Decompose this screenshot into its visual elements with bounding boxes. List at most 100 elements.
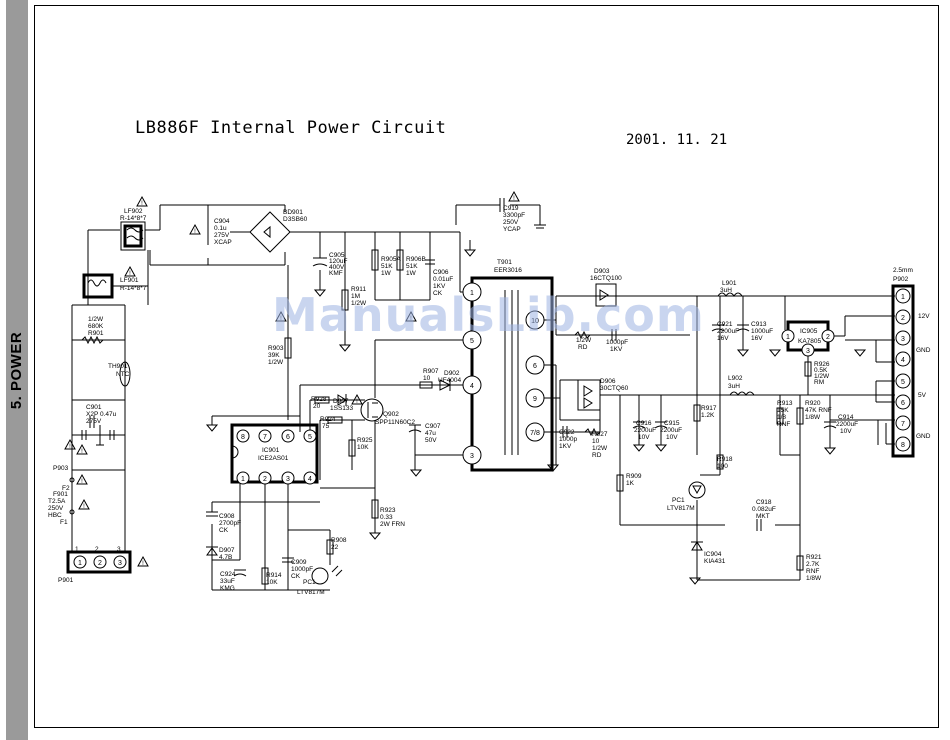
r913-power: 1/8	[777, 414, 786, 421]
r914-label: R914	[266, 572, 282, 579]
r921-type: RNF	[806, 568, 819, 575]
t901-pin: 10	[531, 318, 539, 325]
c901-label: C901	[86, 404, 102, 411]
snubber-rc	[574, 329, 617, 341]
pc1a-value: LTV817M	[297, 589, 325, 596]
p901-pin-number: 3	[117, 546, 121, 553]
pc1b-value: LTV817M	[667, 505, 695, 512]
d907-label: D907	[333, 398, 349, 405]
r920-label: R920	[805, 400, 821, 407]
ic904-label: IC904	[704, 551, 722, 558]
bd901-label: BD901	[283, 209, 303, 216]
d902-diode	[419, 379, 452, 391]
c922-voltage: 1KV	[559, 443, 572, 450]
r905-label: R905A	[381, 256, 402, 263]
r901-label: R901	[88, 330, 104, 337]
f901-label: F901	[53, 491, 68, 498]
svg-text:!: !	[81, 479, 83, 485]
ic905-value: KA7805	[798, 338, 822, 345]
ic901-pin: 2	[263, 476, 267, 483]
schematic-frame	[34, 5, 939, 728]
r927-type: RD	[592, 452, 602, 459]
t901-pin: 7/8	[530, 430, 540, 437]
snubber-cap-value: 1000pF	[606, 339, 628, 346]
r909-resistor	[616, 474, 624, 492]
ic901-pin: 3	[286, 476, 290, 483]
ic901-value: ICE2AS01	[258, 455, 289, 462]
r918-label: R918	[717, 456, 733, 463]
r918-value: 100	[717, 463, 728, 470]
r917-value: 1.2K	[701, 412, 715, 419]
f901-voltage: 250V	[48, 505, 64, 512]
c907-label: C907	[425, 423, 441, 430]
pc1b-label: PC1	[672, 497, 685, 504]
th901-thermistor	[119, 361, 131, 387]
r920-value: 47K RNF	[805, 407, 832, 414]
d907b-label: D907	[219, 547, 235, 554]
r921-value: 2.7K	[806, 561, 820, 568]
c915-label: C915	[664, 420, 680, 427]
c921-c913-capacitors	[711, 296, 750, 350]
snubber-resistor-power: 1/2W	[576, 337, 592, 344]
rail-label: GND	[916, 433, 931, 440]
warning-icon: !	[189, 223, 201, 235]
th901-value: NTC	[116, 371, 130, 378]
warning-icon: !	[64, 438, 76, 450]
c922-value: 1000p	[559, 436, 577, 443]
t901-pin: 6	[533, 363, 537, 370]
c924-capacitor	[233, 569, 247, 577]
c907-capacitor	[408, 424, 422, 433]
r905-power: 1W	[381, 270, 392, 277]
ic904-value: KIA431	[704, 558, 726, 565]
lf902-choke	[120, 221, 146, 251]
c908-value: 2700pF	[219, 520, 241, 527]
p902-pin: 2	[901, 315, 905, 322]
c919-value: 3300pF	[503, 212, 525, 219]
r906-label: R906B	[406, 256, 426, 263]
r926-power: 1/2W	[814, 373, 830, 380]
l901-value: 3uH	[720, 287, 732, 294]
q902-label: Q902	[383, 411, 399, 418]
r906-value: 51K	[406, 263, 418, 270]
p901-pin-label: 1	[78, 560, 82, 567]
c908-capacitor	[206, 511, 218, 517]
c913-label: C913	[751, 321, 767, 328]
svg-text:!: !	[69, 444, 71, 450]
d907-value: 1SS133	[330, 405, 354, 412]
r911-power: 1/2W	[351, 300, 367, 307]
f901-type: HBC	[48, 512, 62, 519]
c921-label: C921	[717, 321, 733, 328]
ic901-chip: 8 7 6 5 1 2 3 4	[230, 423, 319, 485]
l902-label: L902	[728, 375, 743, 382]
p902-pin: 8	[901, 442, 905, 449]
c905-label: C905	[329, 252, 345, 259]
ic901-label: IC901	[262, 447, 280, 454]
lf901-value: R-14*8*7	[120, 285, 147, 292]
secondary-wires	[544, 295, 895, 581]
r913-value: 15K	[777, 407, 789, 414]
rail-label: 12V	[918, 313, 930, 320]
c904-type: XCAP	[214, 239, 232, 246]
svg-text:!: !	[129, 271, 131, 277]
ground-symbols	[205, 349, 867, 585]
emi-capacitor-bank	[81, 425, 115, 446]
r901-resistor	[81, 335, 104, 345]
c907-value: 47u	[425, 430, 436, 437]
c919-capacitor	[463, 198, 546, 257]
l901-inductor	[717, 292, 743, 297]
r927-resistor	[584, 427, 601, 437]
f901-rating: T2.5A	[48, 498, 66, 505]
f901-f1: F1	[60, 519, 68, 526]
d907b-value: 4.7B	[219, 554, 232, 561]
warning-icon: !	[275, 310, 287, 322]
ic901-pin: 6	[286, 434, 290, 441]
p902-pin: 6	[901, 400, 905, 407]
p901-pin-label: 3	[118, 560, 122, 567]
pc1a-label: PC1	[303, 579, 316, 586]
ic904-shunt-regulator	[691, 541, 703, 551]
r909-value: 1K	[626, 480, 635, 487]
ic901-pin: 4	[308, 476, 312, 483]
c919-voltage: 250V	[503, 219, 519, 226]
r928-value: 20	[313, 403, 321, 410]
ic905-pin: 2	[826, 334, 830, 341]
